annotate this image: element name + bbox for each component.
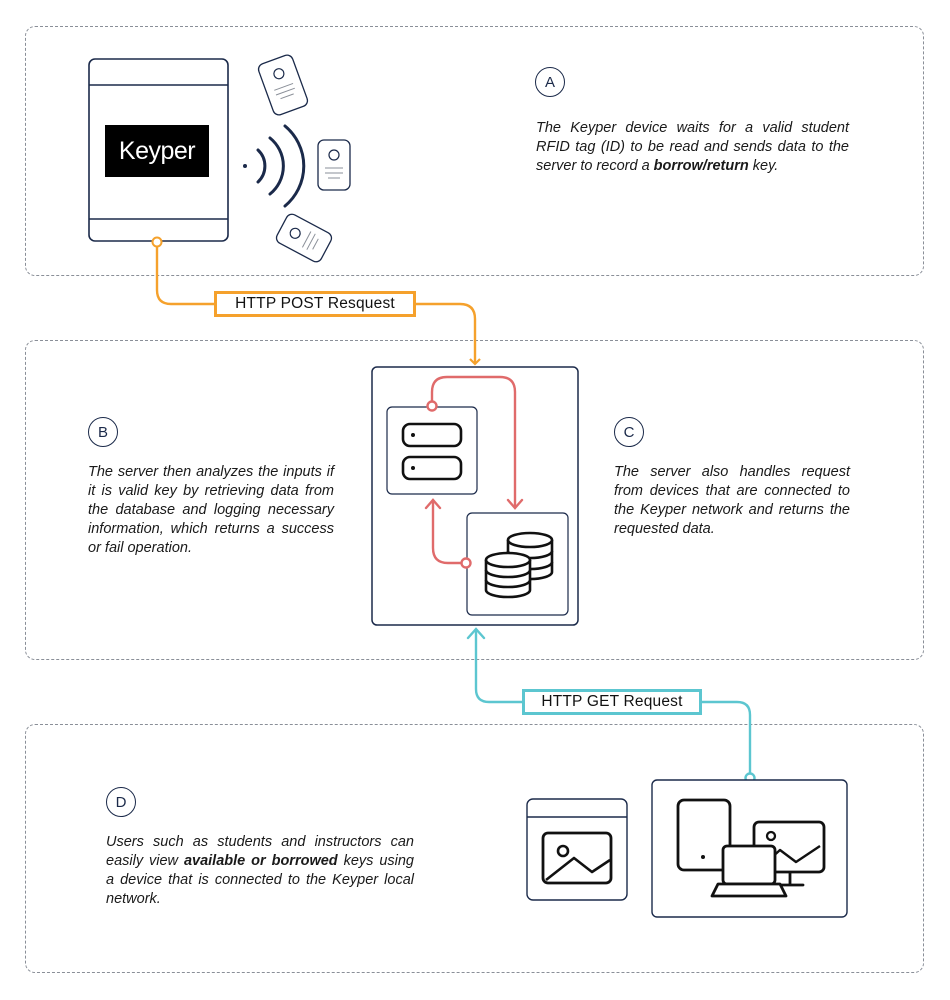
badge-a: A [535,67,565,97]
post-request-connector [151,236,481,366]
rfid-tag [275,213,333,263]
get-request-label: HTTP GET Request [522,689,702,715]
rfid-tag [317,139,351,191]
image-icon [526,798,628,901]
badge-d: D [106,787,136,817]
rfid-tag [257,54,309,116]
rfid-signal-icon [243,124,306,208]
server-icon [386,406,478,495]
keyper-logo: Keyper [105,125,209,177]
devices-icon [651,779,848,918]
post-request-label: HTTP POST Resquest [214,291,416,317]
get-request-connector [466,627,756,784]
description-d: Users such as students and instructors c… [106,834,414,907]
badge-b: B [88,417,118,447]
database-icon [466,512,569,616]
description-b: The server then analyzes the inputs if i… [88,464,334,556]
server-database-loop [424,375,524,569]
section-users [25,724,924,973]
badge-c: C [614,417,644,447]
section-device [25,26,924,276]
description-a: The Keyper device waits for a valid stud… [536,120,849,174]
description-c: The server also handles request from dev… [614,464,850,537]
